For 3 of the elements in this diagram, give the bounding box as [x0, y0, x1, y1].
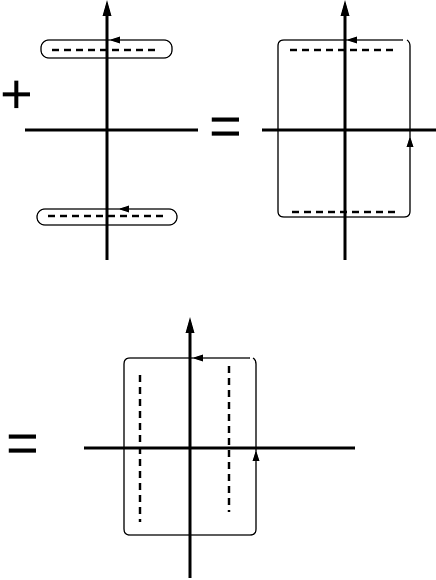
- math-operator: +: [0, 66, 33, 122]
- math-operator: =: [209, 98, 242, 154]
- math-operator: =: [6, 415, 39, 471]
